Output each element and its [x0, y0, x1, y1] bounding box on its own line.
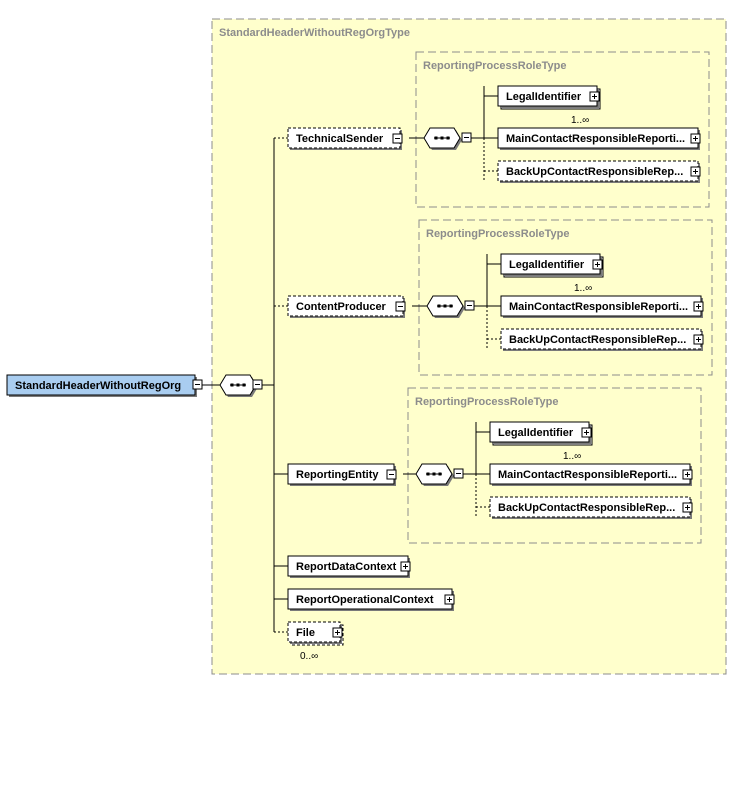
outer-type-label: StandardHeaderWithoutRegOrgType [219, 27, 410, 39]
group-type-label: ReportingProcessRoleType [423, 60, 566, 72]
element-label: LegalIdentifier [506, 91, 582, 103]
sequence-dot [242, 383, 246, 387]
item-expand-toggle[interactable] [589, 91, 600, 102]
element-label: MainContactResponsibleReporti... [506, 133, 685, 145]
occurrence-label: 1..∞ [571, 115, 589, 126]
child-toggle[interactable] [332, 627, 343, 638]
sequence-dot [434, 136, 438, 140]
sequence-dot [236, 383, 240, 387]
item-expand-toggle[interactable] [682, 502, 693, 513]
root-sequence-toggle[interactable] [252, 379, 263, 390]
root-collapse-toggle[interactable] [192, 379, 203, 390]
sequence-dot [437, 304, 441, 308]
item-expand-toggle[interactable] [693, 334, 704, 345]
element-label: ReportingEntity [296, 469, 379, 481]
child-toggle[interactable] [392, 133, 403, 144]
root-element[interactable]: StandardHeaderWithoutRegOrg [6, 374, 197, 397]
element-label: BackUpContactResponsibleRep... [509, 334, 686, 346]
child-element-technicalsender[interactable]: TechnicalSender [287, 127, 402, 150]
element-label: StandardHeaderWithoutRegOrg [15, 380, 181, 392]
child-toggle[interactable] [444, 594, 455, 605]
element-label: ContentProducer [296, 301, 387, 313]
group-type-label: ReportingProcessRoleType [415, 396, 558, 408]
sequence-dot [440, 136, 444, 140]
root-sequence[interactable] [219, 374, 258, 397]
element-label: File [296, 627, 315, 639]
occurrence-label: 1..∞ [563, 451, 581, 462]
child-element-reportingentity[interactable]: ReportingEntity [287, 463, 396, 486]
group-sequence-toggle[interactable] [453, 468, 464, 479]
element-label: BackUpContactResponsibleRep... [506, 166, 683, 178]
element-label: MainContactResponsibleReporti... [509, 301, 688, 313]
group-item-element[interactable]: LegalIdentifier [497, 85, 601, 110]
item-expand-toggle[interactable] [682, 469, 693, 480]
group-item-element[interactable]: BackUpContactResponsibleRep... [500, 328, 703, 351]
group-item-element[interactable]: MainContactResponsibleReporti... [489, 463, 692, 486]
item-expand-toggle[interactable] [693, 301, 704, 312]
sequence-dot [446, 136, 450, 140]
occurrence-label: 0..∞ [300, 651, 318, 662]
sequence-dot [443, 304, 447, 308]
child-element-reportoperationalcontext[interactable]: ReportOperationalContext [287, 588, 454, 611]
item-expand-toggle[interactable] [581, 427, 592, 438]
element-label: LegalIdentifier [498, 427, 574, 439]
group-type-label: ReportingProcessRoleType [426, 228, 569, 240]
child-toggle[interactable] [395, 301, 406, 312]
group-item-element[interactable]: LegalIdentifier [489, 421, 593, 446]
element-label: ReportDataContext [296, 561, 397, 573]
sequence-dot [438, 472, 442, 476]
element-label: MainContactResponsibleReporti... [498, 469, 677, 481]
element-label: BackUpContactResponsibleRep... [498, 502, 675, 514]
element-label: TechnicalSender [296, 133, 384, 145]
child-toggle[interactable] [400, 561, 411, 572]
group-sequence[interactable] [415, 463, 454, 486]
sequence-dot [432, 472, 436, 476]
child-element-reportdatacontext[interactable]: ReportDataContext [287, 555, 410, 578]
sequence-dot [449, 304, 453, 308]
child-element-file[interactable]: File [287, 621, 344, 646]
group-sequence[interactable] [426, 295, 465, 318]
group-item-element[interactable]: LegalIdentifier [500, 253, 604, 278]
item-expand-toggle[interactable] [592, 259, 603, 270]
element-label: LegalIdentifier [509, 259, 585, 271]
group-item-element[interactable]: BackUpContactResponsibleRep... [489, 496, 692, 519]
child-toggle[interactable] [386, 469, 397, 480]
group-sequence-toggle[interactable] [464, 300, 475, 311]
group-item-element[interactable]: BackUpContactResponsibleRep... [497, 160, 700, 183]
group-sequence-toggle[interactable] [461, 132, 472, 143]
element-label: ReportOperationalContext [296, 594, 434, 606]
occurrence-label: 1..∞ [574, 283, 592, 294]
item-expand-toggle[interactable] [690, 133, 701, 144]
sequence-dot [230, 383, 234, 387]
group-item-element[interactable]: MainContactResponsibleReporti... [497, 127, 700, 150]
child-element-contentproducer[interactable]: ContentProducer [287, 295, 405, 318]
sequence-dot [426, 472, 430, 476]
item-expand-toggle[interactable] [690, 166, 701, 177]
group-sequence[interactable] [423, 127, 462, 150]
group-item-element[interactable]: MainContactResponsibleReporti... [500, 295, 703, 318]
